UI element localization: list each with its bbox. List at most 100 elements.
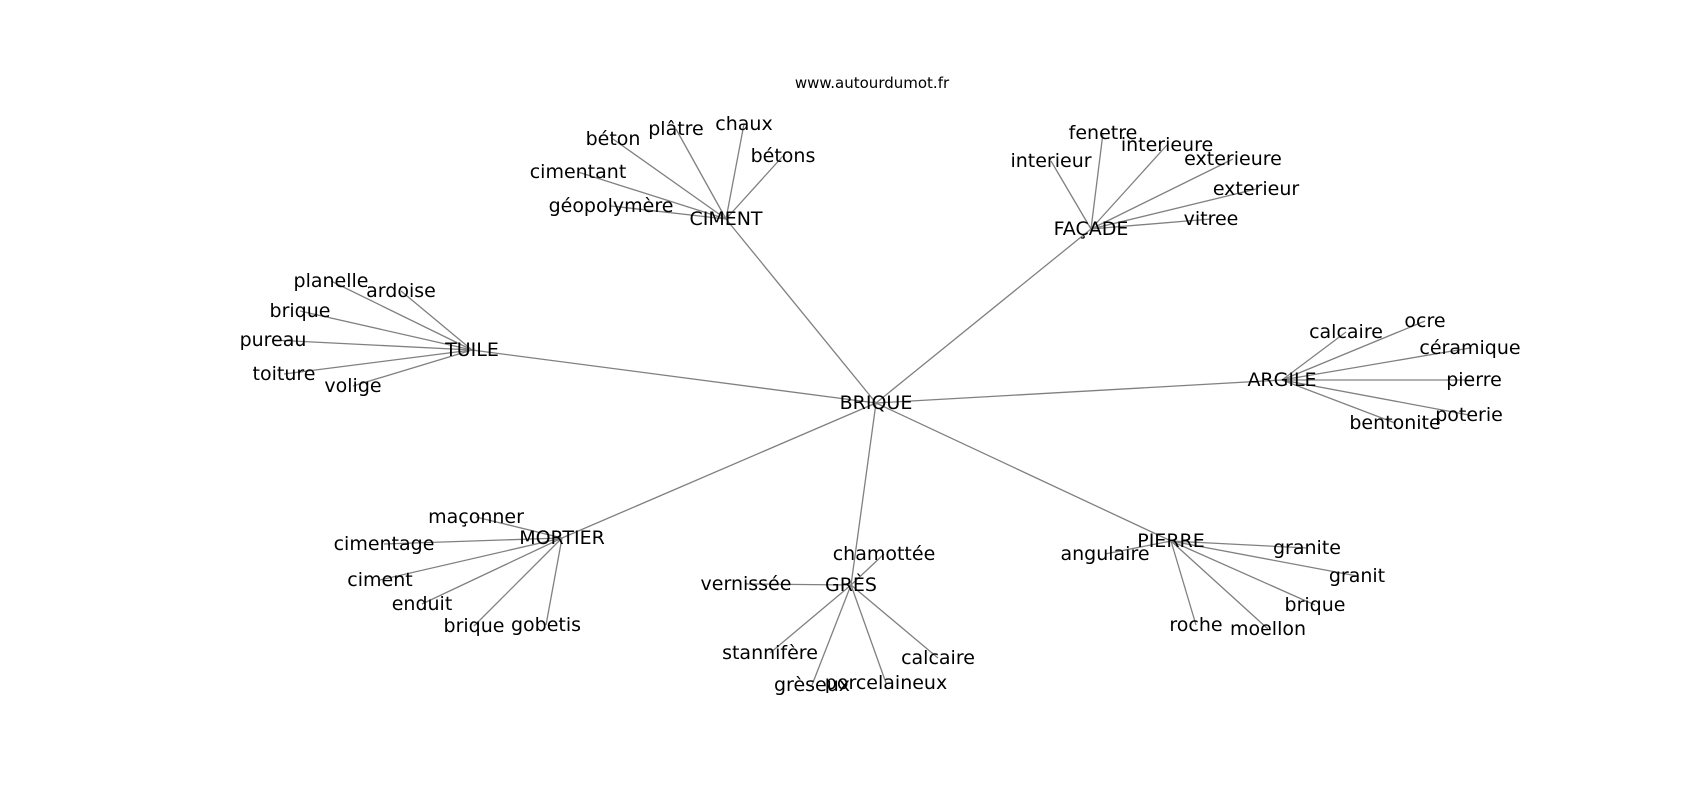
leaf-word-label: interieure	[1121, 134, 1213, 156]
leaf-word-label: stannifère	[722, 642, 818, 664]
leaf-word-label: géopolymère	[549, 195, 674, 217]
edge-hub-to-leaf	[1170, 540, 1358, 577]
leaf-word-label: pierre	[1446, 369, 1502, 391]
hub-word-label: PIERRE	[1137, 530, 1204, 552]
edge-hub-to-leaf	[850, 584, 887, 684]
edge-hub-to-leaf	[475, 516, 563, 539]
leaf-word-label: bétons	[751, 145, 816, 167]
leaf-word-label: toiture	[253, 363, 316, 385]
edge-hub-to-leaf	[612, 138, 727, 220]
edge-hub-to-leaf	[1281, 347, 1471, 381]
edge-hub-to-leaf	[850, 584, 939, 659]
leaf-word-label: grèseux	[774, 674, 850, 696]
hub-word-label: GRÈS	[825, 573, 877, 596]
leaf-word-label: brique	[270, 300, 331, 322]
leaf-word-label: vitree	[1184, 208, 1239, 230]
edge-hub-to-leaf	[675, 128, 727, 220]
edge-hub-to-leaf	[610, 205, 727, 220]
edge-hub-to-leaf	[272, 339, 473, 351]
leaf-word-label: gobetis	[511, 614, 581, 636]
edge-hub-to-leaf	[725, 123, 745, 220]
leaf-word-label: brique	[444, 615, 505, 637]
leaf-word-label: ciment	[347, 569, 412, 591]
edge-hub-to-leaf	[299, 310, 473, 351]
edge-center-to-hub	[875, 379, 1283, 404]
leaf-word-label: béton	[586, 128, 641, 150]
hub-word-label: MORTIER	[519, 527, 605, 549]
edge-hub-to-leaf	[1281, 320, 1426, 381]
leaf-word-label: granite	[1273, 537, 1341, 559]
edge-hub-to-leaf	[1281, 379, 1396, 424]
edge-center-to-hub	[875, 228, 1092, 404]
leaf-word-label: volige	[324, 375, 381, 397]
edge-hub-to-leaf	[1170, 540, 1316, 606]
leaf-word-label: ardoise	[366, 280, 436, 302]
hub-word-label: TUILE	[444, 339, 499, 361]
leaf-word-label: angulaire	[1060, 543, 1149, 565]
edge-hub-to-leaf	[1281, 331, 1347, 381]
leaf-word-label: ocre	[1404, 310, 1445, 332]
leaf-word-label: fenetre	[1069, 122, 1138, 144]
edge-hub-to-leaf	[1090, 158, 1234, 230]
edge-hub-to-leaf	[400, 290, 473, 351]
edge-layer	[272, 123, 1474, 686]
leaf-word-label: pureau	[240, 329, 307, 351]
leaf-word-label: vernissée	[701, 573, 792, 595]
edge-hub-to-leaf	[352, 349, 473, 387]
leaf-word-label: planelle	[294, 270, 369, 292]
leaf-word-label: bentonite	[1349, 412, 1440, 434]
edge-hub-to-leaf	[577, 171, 727, 220]
edge-hub-to-leaf	[1090, 218, 1212, 230]
site-credit: www.autourdumot.fr	[795, 74, 950, 92]
edge-hub-to-leaf	[545, 537, 563, 626]
edge-hub-to-leaf	[1090, 144, 1168, 230]
edge-center-to-hub	[850, 402, 877, 586]
edge-center-to-hub	[561, 402, 877, 539]
leaf-word-label: plâtre	[648, 118, 704, 140]
leaf-word-label: granit	[1329, 565, 1385, 587]
leaf-word-label: exterieur	[1213, 178, 1300, 200]
edge-hub-to-leaf	[1281, 379, 1470, 416]
leaf-word-label: calcaire	[1309, 321, 1383, 343]
edge-hub-to-leaf	[1090, 132, 1104, 230]
leaf-word-label: exterieure	[1184, 148, 1282, 170]
edge-hub-to-leaf	[1090, 188, 1257, 230]
leaf-word-label: poterie	[1435, 404, 1503, 426]
leaf-word-label: chaux	[715, 113, 772, 135]
edge-center-to-hub	[471, 349, 877, 404]
edge-hub-to-leaf	[1170, 540, 1269, 630]
edge-hub-to-leaf	[1050, 160, 1092, 230]
center-word-label: BRIQUE	[840, 392, 913, 414]
leaf-word-label: moellon	[1230, 618, 1306, 640]
leaf-word-label: cimentage	[334, 533, 435, 555]
hub-word-label: FAÇADE	[1054, 218, 1129, 240]
edge-center-to-hub	[875, 402, 1172, 542]
leaf-word-label: chamottée	[833, 543, 936, 565]
edge-hub-to-leaf	[421, 537, 563, 605]
edge-hub-to-leaf	[330, 280, 473, 351]
label-layer: béton plâtre chaux bétons cimentant géopolymè…	[240, 113, 1521, 696]
edge-hub-to-leaf	[850, 553, 885, 586]
edge-hub-to-leaf	[1170, 540, 1197, 626]
edge-hub-to-leaf	[283, 349, 473, 375]
edge-hub-to-leaf	[811, 584, 852, 686]
edge-hub-to-leaf	[383, 537, 563, 545]
edge-hub-to-leaf	[769, 584, 852, 654]
hub-word-label: ARGILE	[1247, 369, 1316, 391]
leaf-word-label: roche	[1169, 614, 1222, 636]
edge-hub-to-leaf	[1104, 540, 1172, 555]
leaf-word-label: céramique	[1419, 337, 1520, 359]
leaf-word-label: calcaire	[901, 647, 975, 669]
leaf-word-label: cimentant	[530, 161, 627, 183]
leaf-word-label: enduit	[392, 593, 453, 615]
edge-center-to-hub	[725, 218, 877, 404]
edge-hub-to-leaf	[725, 155, 784, 220]
edge-hub-to-leaf	[473, 537, 563, 627]
leaf-word-label: maçonner	[428, 506, 524, 528]
edge-hub-to-leaf	[745, 583, 852, 586]
edge-hub-to-leaf	[379, 537, 563, 581]
edge-hub-to-leaf	[1170, 540, 1308, 549]
leaf-word-label: porcelaineux	[825, 672, 947, 694]
hub-word-label: CIMENT	[689, 208, 762, 230]
leaf-word-label: brique	[1285, 594, 1346, 616]
